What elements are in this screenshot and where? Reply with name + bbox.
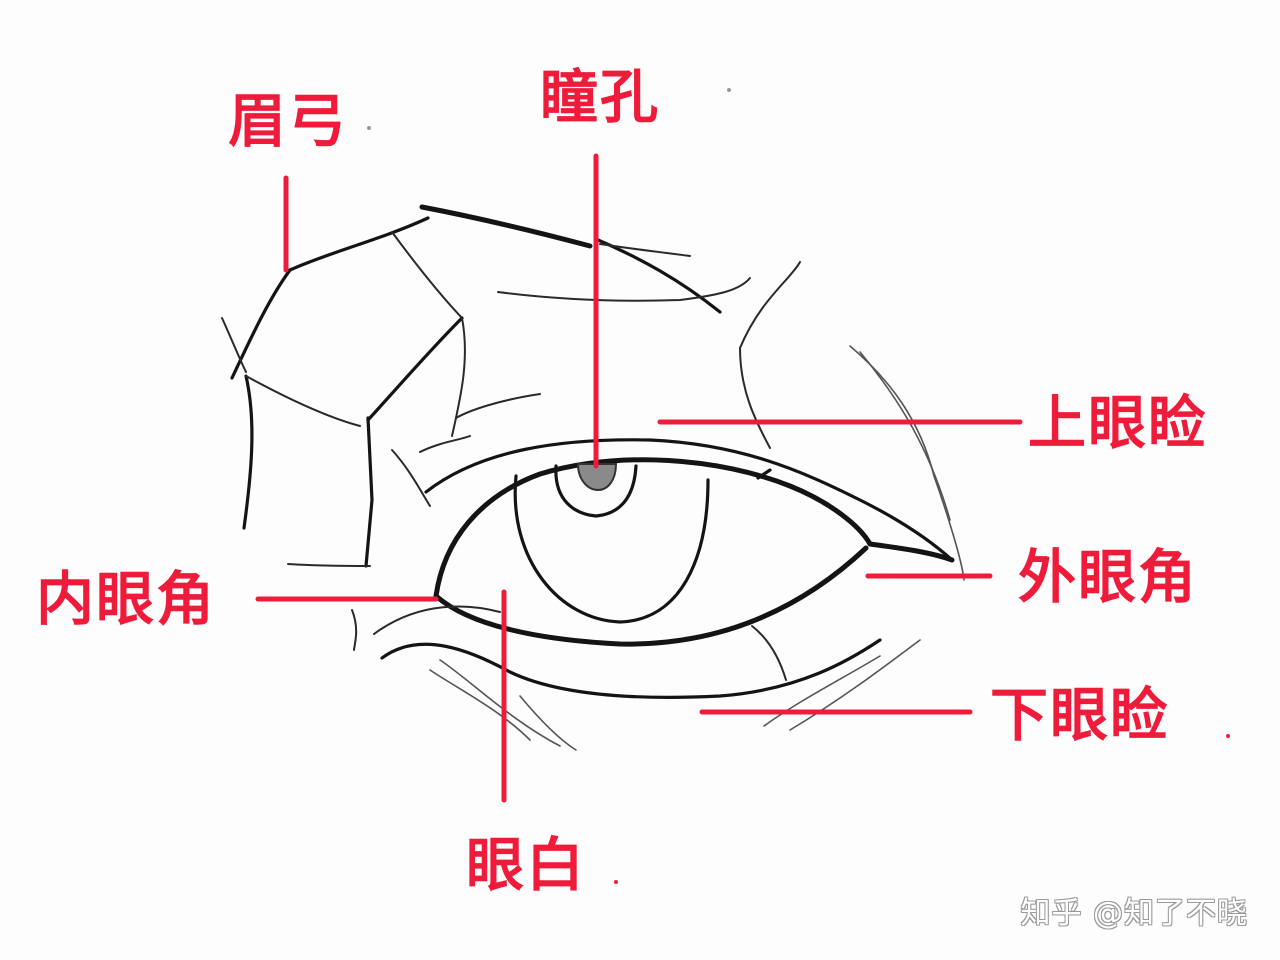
lower-lid-lines	[351, 605, 921, 751]
brow-structure	[221, 204, 965, 581]
label-eye-white: 眼白	[466, 831, 587, 899]
speck	[614, 880, 618, 884]
speck	[367, 126, 371, 130]
eyeball	[433, 463, 869, 647]
label-brow-ridge: 眉弓	[228, 87, 349, 155]
leader-lines	[255, 153, 1023, 803]
speck	[727, 88, 731, 92]
label-lower-eyelid: 下眼睑	[990, 681, 1171, 749]
watermark: 知乎 @知了不晓	[1020, 896, 1248, 931]
label-inner-eye-corner: 内眼角	[36, 565, 217, 633]
eyelid-lines	[424, 438, 955, 599]
speck	[1226, 734, 1230, 738]
label-upper-eyelid: 上眼睑	[1028, 389, 1209, 457]
label-pupil: 瞳孔	[540, 63, 661, 131]
label-outer-eye-corner: 外眼角	[1018, 543, 1199, 611]
